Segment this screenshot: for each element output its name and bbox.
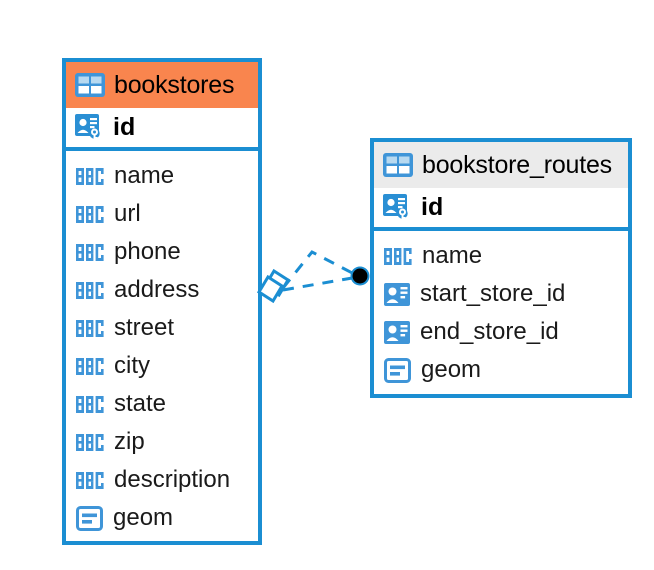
field-row[interactable]: name xyxy=(66,157,258,195)
field-row[interactable]: description xyxy=(66,461,258,499)
abc-text-icon xyxy=(76,471,104,489)
field-row[interactable]: geom xyxy=(374,351,628,389)
field-label: address xyxy=(114,276,200,303)
primary-key-label: id xyxy=(113,113,136,141)
field-label: name xyxy=(114,162,175,189)
field-row[interactable]: zip xyxy=(66,423,258,461)
abc-text-icon xyxy=(76,357,104,375)
abc-text-icon xyxy=(76,167,104,185)
field-row[interactable]: city xyxy=(66,347,258,385)
abc-text-icon xyxy=(384,247,412,265)
field-label: street xyxy=(114,314,175,341)
abc-text-icon xyxy=(76,395,104,413)
field-label: geom xyxy=(113,504,174,531)
field-label: phone xyxy=(114,238,181,265)
foreign-key-icon xyxy=(384,282,410,307)
abc-text-icon xyxy=(76,205,104,223)
abc-text-icon xyxy=(76,319,104,337)
table-icon xyxy=(75,73,105,97)
entity-title-label: bookstores xyxy=(114,70,235,99)
field-label: start_store_id xyxy=(420,280,566,307)
abc-text-icon xyxy=(76,281,104,299)
field-row[interactable]: url xyxy=(66,195,258,233)
field-label: name xyxy=(422,242,483,269)
entity-header-bookstore-routes[interactable]: bookstore_routes xyxy=(374,142,628,188)
field-row[interactable]: state xyxy=(66,385,258,423)
filled-circle-marker xyxy=(350,266,370,286)
table-icon xyxy=(383,153,413,177)
primary-key-row-bookstore-routes[interactable]: id xyxy=(374,188,628,231)
abc-text-icon xyxy=(76,433,104,451)
entity-title-label: bookstore_routes xyxy=(422,150,612,179)
field-row[interactable]: address xyxy=(66,271,258,309)
abc-text-icon xyxy=(76,243,104,261)
field-row[interactable]: name xyxy=(374,237,628,275)
entity-header-bookstores[interactable]: bookstores xyxy=(66,62,258,108)
field-list-bookstores: name url phone address street city state zip des… xyxy=(66,151,258,543)
field-row[interactable]: geom xyxy=(66,499,258,537)
field-label: zip xyxy=(114,428,145,455)
entity-table-bookstore-routes[interactable]: bookstore_routes id xyxy=(370,138,632,398)
primary-key-label: id xyxy=(421,193,444,221)
field-row[interactable]: end_store_id xyxy=(374,313,628,351)
field-row[interactable]: street xyxy=(66,309,258,347)
field-label: state xyxy=(114,390,167,417)
many-diamond-marker xyxy=(256,268,291,304)
geometry-icon xyxy=(76,505,103,531)
geometry-icon xyxy=(384,357,411,383)
relationship-line-lower xyxy=(282,275,359,292)
primary-key-icon xyxy=(75,113,104,142)
field-label: city xyxy=(114,352,150,379)
field-row[interactable]: phone xyxy=(66,233,258,271)
primary-key-icon xyxy=(383,193,412,222)
primary-key-row-bookstores[interactable]: id xyxy=(66,108,258,151)
field-label: description xyxy=(114,466,231,493)
field-label: url xyxy=(114,200,141,227)
field-label: end_store_id xyxy=(420,318,559,345)
field-label: geom xyxy=(421,356,482,383)
relationship-line-upper xyxy=(281,250,359,289)
field-row[interactable]: start_store_id xyxy=(374,275,628,313)
foreign-key-icon xyxy=(384,320,410,345)
